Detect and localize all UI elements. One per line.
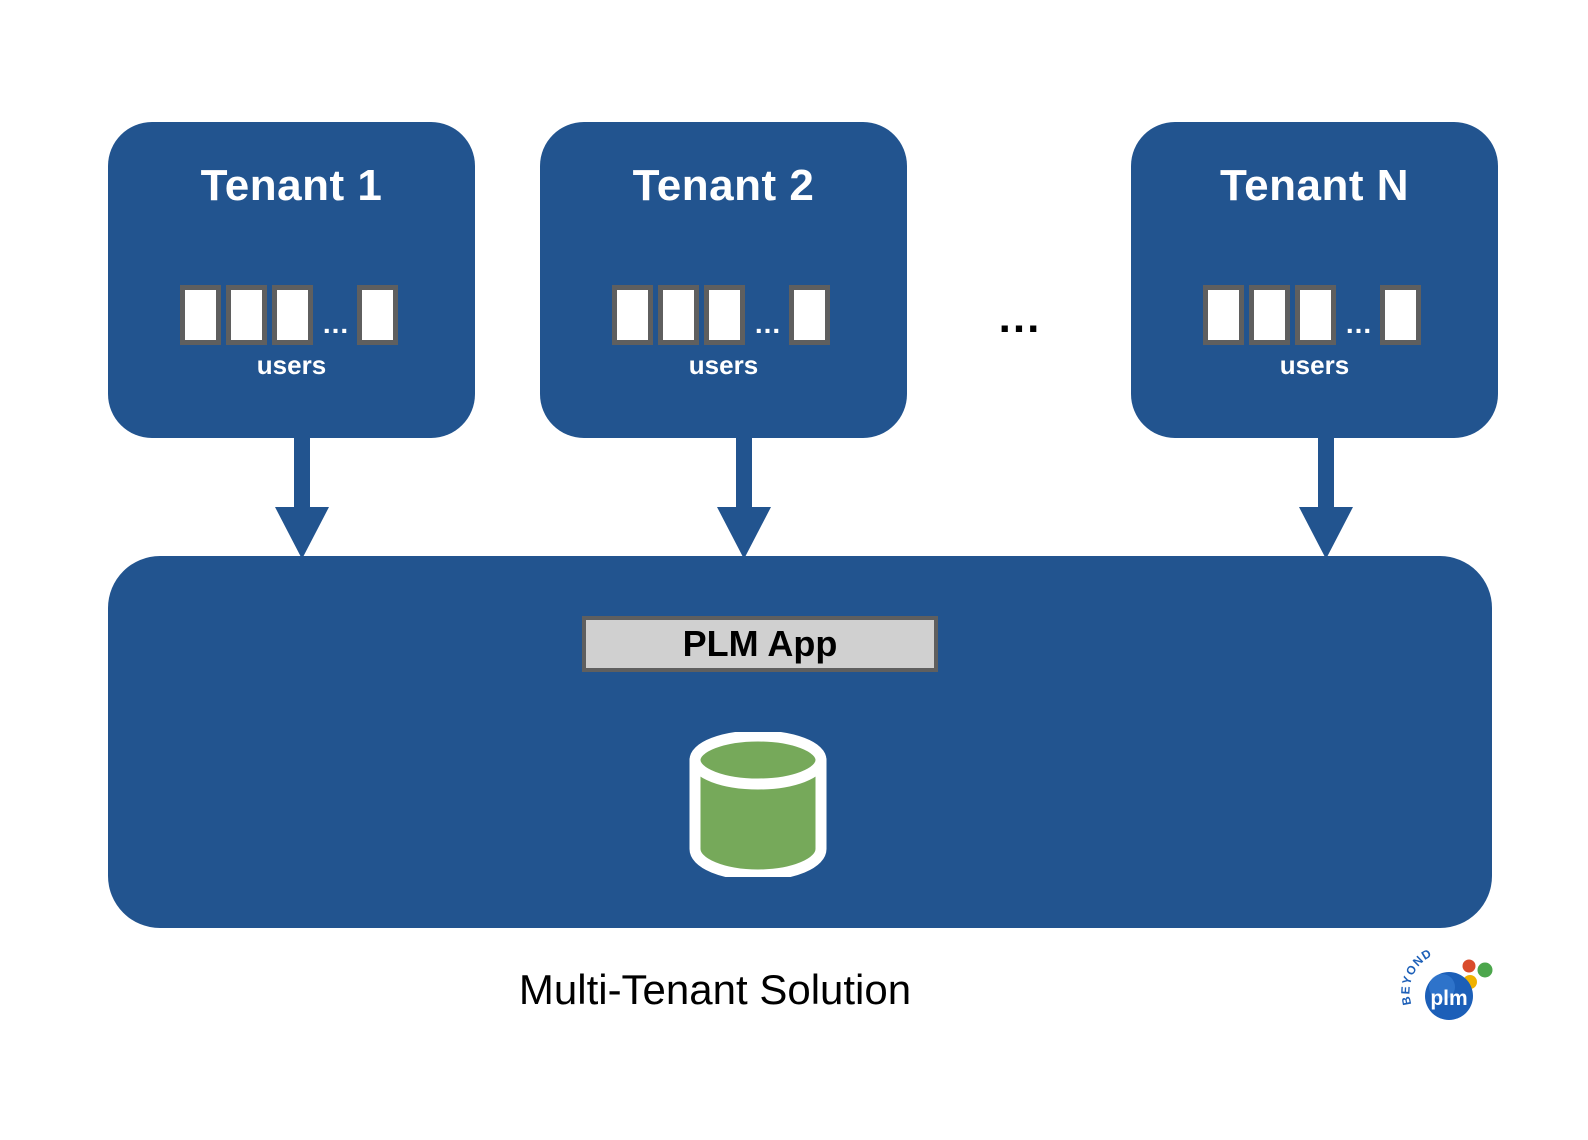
- users-label: users: [256, 350, 327, 380]
- user-box: [1380, 285, 1422, 345]
- user-box: [1202, 285, 1244, 345]
- tenant-sequence-ellipsis: ...: [998, 293, 1042, 342]
- users-label: users: [1279, 350, 1350, 380]
- tenant-title: Tenant N: [1220, 161, 1409, 210]
- user-row-ellipsis: ...: [1345, 308, 1373, 339]
- tenant-users-group: ... users: [1131, 282, 1498, 392]
- arrow-down-icon-tenant-1: [275, 437, 329, 559]
- user-box: [357, 285, 399, 345]
- tenant-users-group: ... users: [540, 282, 907, 392]
- diagram-caption: Multi-Tenant Solution: [518, 966, 912, 1013]
- user-box-row: ...: [108, 282, 475, 348]
- user-box: [1294, 285, 1336, 345]
- tenant-card-1: Tenant 1 ... users: [108, 122, 475, 438]
- logo-dot-red: [1462, 959, 1476, 973]
- logo-plm-text: plm: [1430, 987, 1467, 1010]
- user-box: [271, 285, 313, 345]
- tenant-users-group: ... users: [108, 282, 475, 392]
- logo-dot-green: [1477, 962, 1493, 978]
- user-box: [611, 285, 653, 345]
- beyond-plm-logo: plm BEYOND: [1399, 946, 1493, 1020]
- user-row-ellipsis: ...: [322, 308, 350, 339]
- arrow-down-icon-tenant-2: [717, 437, 771, 559]
- shared-platform-box: PLM App: [108, 556, 1492, 928]
- tenant-title: Tenant 1: [200, 161, 383, 210]
- tenant-card-n: Tenant N ... users: [1131, 122, 1498, 438]
- tenant-title: Tenant 2: [632, 161, 815, 210]
- user-box: [179, 285, 221, 345]
- tenant-card-2: Tenant 2 ... users: [540, 122, 907, 438]
- users-label: users: [688, 350, 759, 380]
- user-box: [1248, 285, 1290, 345]
- user-box-row: ...: [1131, 282, 1498, 348]
- user-row-ellipsis: ...: [754, 308, 782, 339]
- user-box: [703, 285, 745, 345]
- user-box: [789, 285, 831, 345]
- database-cylinder-icon: [689, 732, 827, 877]
- user-box: [225, 285, 267, 345]
- user-box: [657, 285, 699, 345]
- user-box-row: ...: [540, 282, 907, 348]
- plm-app-box: PLM App: [582, 616, 938, 672]
- arrow-down-icon-tenant-n: [1299, 437, 1353, 559]
